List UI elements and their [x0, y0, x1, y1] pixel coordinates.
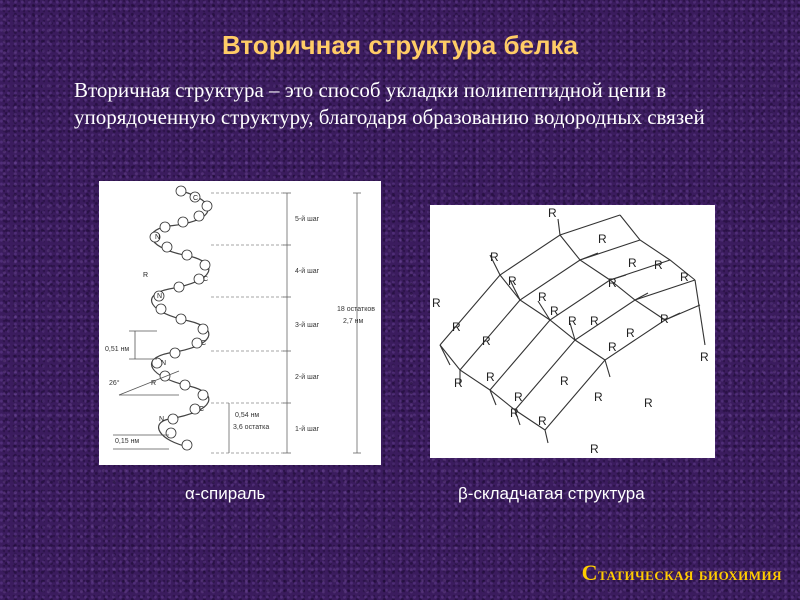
footer-brand: Статическая биохимия: [582, 560, 782, 586]
turn-brackets: [228, 192, 361, 454]
svg-text:R: R: [550, 304, 559, 318]
helix-backbone: [150, 190, 210, 448]
svg-text:R: R: [700, 350, 709, 364]
svg-text:R: R: [644, 396, 653, 410]
alpha-helix-caption: α-спираль: [185, 484, 266, 503]
svg-text:C: C: [203, 276, 208, 283]
svg-text:R: R: [608, 276, 617, 290]
svg-text:R: R: [626, 326, 635, 340]
svg-text:N: N: [157, 293, 162, 300]
turn-label-2: 2-й шаг: [295, 373, 320, 381]
svg-text:C: C: [199, 406, 204, 413]
pitch-label: 0,54 нм: [235, 412, 259, 419]
svg-text:R: R: [654, 258, 663, 272]
angle-label: 26°: [109, 379, 120, 387]
turn-label-3: 3-й шаг: [295, 321, 320, 329]
turn-boundaries: [211, 192, 284, 454]
svg-text:R: R: [510, 406, 519, 420]
helix-atom-labels: C N R C N C R N C N: [143, 195, 208, 423]
svg-text:R: R: [143, 272, 148, 279]
svg-text:R: R: [508, 274, 517, 288]
dimension-marks: [113, 330, 180, 450]
definition-text: Вторичная структура – это способ укладки…: [74, 78, 705, 129]
svg-text:R: R: [608, 340, 617, 354]
rise-label: 0,15 нм: [115, 438, 139, 445]
svg-text:R: R: [538, 414, 547, 428]
svg-text:R: R: [482, 334, 491, 348]
svg-text:R: R: [514, 390, 523, 404]
alpha-helix-figure: C N R C N C R N C N: [99, 181, 381, 465]
footer-initial: С: [581, 560, 599, 585]
r-groups: R R R R R R R R R R R R R R R R R R R R …: [432, 206, 709, 456]
svg-text:R: R: [680, 270, 689, 284]
svg-text:R: R: [590, 314, 599, 328]
svg-text:N: N: [155, 234, 160, 241]
svg-text:R: R: [151, 380, 156, 387]
svg-text:C: C: [201, 340, 206, 347]
svg-text:R: R: [548, 206, 557, 220]
svg-text:N: N: [159, 416, 164, 423]
beta-sheet-diagram: R R R R R R R R R R R R R R R R R R R R …: [432, 206, 709, 456]
svg-text:R: R: [560, 374, 569, 388]
length-label: 2,7 нм: [343, 318, 364, 325]
beta-sheet-figure: R R R R R R R R R R R R R R R R R R R R …: [430, 205, 715, 458]
svg-text:R: R: [486, 370, 495, 384]
alpha-helix-diagram: C N R C N C R N C N: [105, 185, 375, 454]
residues-label: 18 остатков: [337, 306, 375, 313]
turn-label-1: 1-й шаг: [295, 425, 320, 433]
helix-atoms: [149, 185, 213, 451]
svg-text:R: R: [590, 442, 599, 456]
per-turn-label: 3,6 остатка: [233, 424, 269, 431]
dim-051-label: 0,51 нм: [105, 346, 129, 353]
svg-text:R: R: [568, 314, 577, 328]
svg-text:R: R: [454, 376, 463, 390]
svg-text:R: R: [432, 296, 441, 310]
svg-text:R: R: [490, 250, 499, 264]
svg-text:N: N: [161, 360, 166, 367]
pleated-sheet-lines: [439, 214, 706, 444]
svg-text:C: C: [193, 195, 198, 202]
turn-labels: 5-й шаг 4-й шаг 3-й шаг 2-й шаг 1-й шаг …: [105, 215, 375, 445]
turn-label-4: 4-й шаг: [295, 267, 320, 275]
svg-text:R: R: [598, 232, 607, 246]
svg-text:R: R: [452, 320, 461, 334]
beta-sheet-caption: β-складчатая структура: [458, 484, 645, 503]
turn-label-5: 5-й шаг: [295, 215, 320, 223]
footer-rest: татическая биохимия: [598, 564, 782, 584]
svg-text:R: R: [594, 390, 603, 404]
svg-text:R: R: [628, 256, 637, 270]
svg-text:R: R: [660, 312, 669, 326]
svg-text:R: R: [538, 290, 547, 304]
slide-title: Вторичная структура белка: [221, 30, 578, 60]
